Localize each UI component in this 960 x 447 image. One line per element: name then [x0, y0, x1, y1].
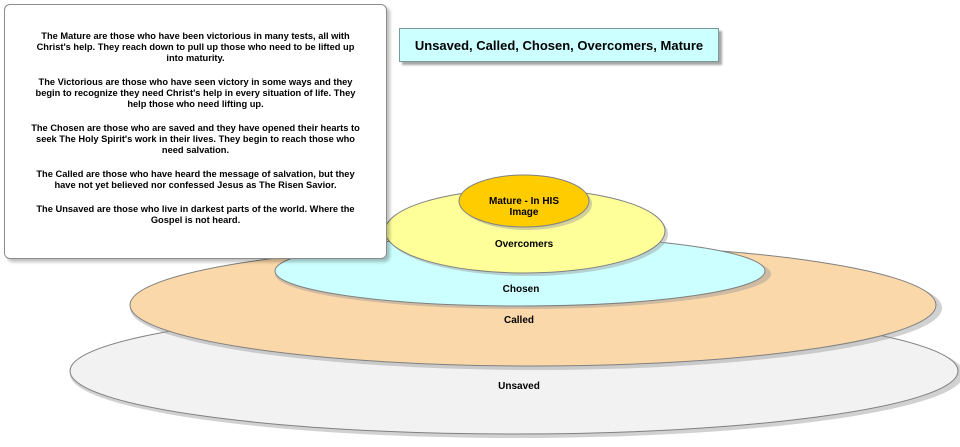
description-panel: The Mature are those who have been victo… — [4, 4, 387, 259]
overcomers-label: Overcomers — [495, 239, 554, 250]
description-mature: The Mature are those who have been victo… — [36, 31, 355, 63]
mature-label-line2: Image — [510, 207, 539, 218]
mature-label-line1: Mature - In HIS — [489, 196, 559, 207]
called-label: Called — [504, 315, 534, 326]
description-unsaved: The Unsaved are those who live in darkes… — [36, 204, 355, 225]
unsaved-label: Unsaved — [498, 381, 540, 392]
mature-ellipse — [458, 174, 590, 228]
description-victorious: The Victorious are those who have seen v… — [35, 77, 356, 109]
description-called: The Called are those who have heard the … — [36, 169, 355, 190]
chosen-label: Chosen — [503, 284, 540, 295]
description-chosen: The Chosen are those who are saved and t… — [31, 123, 360, 155]
diagram-title: Unsaved, Called, Chosen, Overcomers, Mat… — [399, 28, 719, 62]
